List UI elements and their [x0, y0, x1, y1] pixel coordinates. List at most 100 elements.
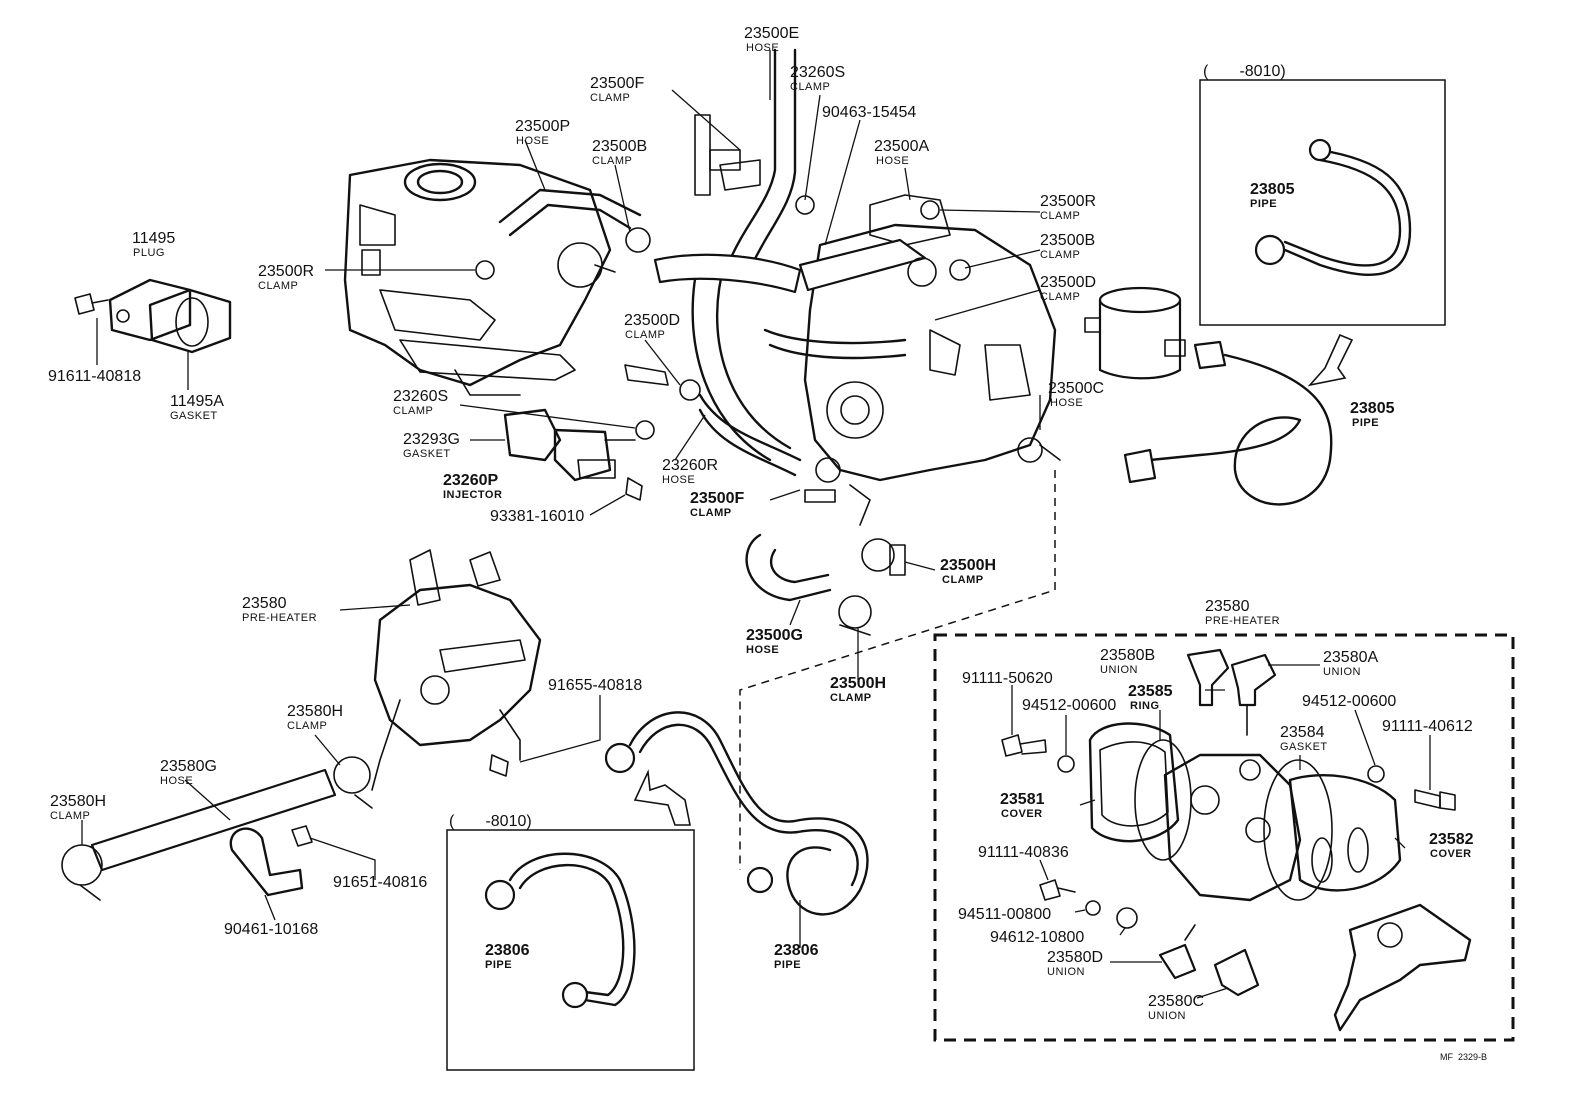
- caption-23581: COVER: [1001, 808, 1043, 820]
- label-23805-main: 23805: [1350, 400, 1395, 417]
- caption-23260S-top: CLAMP: [790, 81, 830, 93]
- caption-23580C: UNION: [1148, 1010, 1186, 1022]
- range-label-top-right: ( -8010): [1203, 63, 1286, 80]
- label-91611-40818: 91611-40818: [48, 368, 141, 385]
- label-23260S-mid: 23260S: [393, 388, 448, 405]
- label-23584: 23584: [1280, 724, 1325, 741]
- caption-23260R: HOSE: [662, 474, 695, 486]
- label-23580A: 23580A: [1323, 649, 1378, 666]
- label-93381-16010: 93381-16010: [490, 508, 584, 525]
- caption-23580H-left: CLAMP: [50, 810, 90, 822]
- caption-23500F-mid: CLAMP: [690, 507, 732, 519]
- caption-23585: RING: [1130, 700, 1160, 712]
- bolt-91611: [74, 293, 109, 315]
- label-11495A: 11495A: [170, 393, 224, 410]
- label-23500E: 23500E: [744, 25, 799, 42]
- bolt-93381: [625, 477, 643, 501]
- caption-23580B: UNION: [1100, 664, 1138, 676]
- ring-23585: [1134, 739, 1192, 861]
- caption-23580H-mid: CLAMP: [287, 720, 327, 732]
- leader-lines: [81, 50, 1431, 999]
- filter-canister: [1084, 286, 1186, 380]
- label-23500G: 23500G: [746, 627, 803, 644]
- label-91655-40818: 91655-40818: [548, 677, 642, 694]
- label-90463-15454: 90463-15454: [822, 104, 916, 121]
- caption-23806-main: PIPE: [774, 959, 801, 971]
- label-23580H-mid: 23580H: [287, 703, 343, 720]
- label-23500P: 23500P: [515, 118, 570, 135]
- gasket-11495A: [148, 288, 232, 354]
- caption-23500E: HOSE: [746, 42, 779, 54]
- label-23293G: 23293G: [403, 431, 460, 448]
- washer-94512-left: [1057, 755, 1075, 773]
- label-23581: 23581: [1000, 791, 1045, 808]
- clamp-23500H: [838, 538, 906, 636]
- caption-23260P: INJECTOR: [443, 489, 502, 501]
- caption-23500B-right: CLAMP: [1040, 249, 1080, 261]
- range-label-bottom-center: ( -8010): [449, 813, 532, 830]
- pre-heater-23580-left: [371, 549, 542, 791]
- label-23500D-mid: 23500D: [624, 312, 680, 329]
- pre-heater-body: [1163, 753, 1302, 902]
- label-23805-variant: 23805: [1250, 181, 1295, 198]
- caption-23580D: UNION: [1047, 966, 1085, 978]
- caption-23500G: HOSE: [746, 644, 779, 656]
- main-clamps: [475, 114, 971, 503]
- bolt-91651: [291, 825, 313, 847]
- caption-23500C: HOSE: [1050, 397, 1083, 409]
- caption-23500D-mid: CLAMP: [625, 329, 665, 341]
- pre-heater-exploded-box: [933, 633, 1515, 1042]
- label-23500B-right: 23500B: [1040, 232, 1095, 249]
- label-23500R-left: 23500R: [258, 263, 314, 280]
- hose-23500G: [745, 533, 832, 602]
- dashed-reference-line: [739, 470, 1056, 870]
- bolt-91111-40612: [1414, 789, 1456, 811]
- diagram-reference: MF 2329-B: [1440, 1052, 1487, 1062]
- label-23580C: 23580C: [1148, 993, 1204, 1010]
- label-23500A: 23500A: [874, 138, 929, 155]
- label-23500H-right: 23500H: [940, 557, 996, 574]
- union-23580B: [1186, 648, 1230, 707]
- caption-23805-main: PIPE: [1352, 417, 1379, 429]
- bracket-90461: [229, 827, 304, 897]
- label-23580G: 23580G: [160, 758, 217, 775]
- hose-network: [498, 48, 927, 477]
- caption-23584: GASKET: [1280, 741, 1328, 753]
- label-23580H-left: 23580H: [50, 793, 106, 810]
- label-23500D-right: 23500D: [1040, 274, 1096, 291]
- label-23500R-right: 23500R: [1040, 193, 1096, 210]
- caption-11495: PLUG: [133, 247, 165, 259]
- cover-23582: [1288, 774, 1402, 892]
- caption-23500R-right: CLAMP: [1040, 210, 1080, 222]
- label-23580B: 23580B: [1100, 647, 1155, 664]
- label-90461-10168: 90461-10168: [224, 921, 318, 938]
- variant-arrow-bottom-center: [633, 769, 691, 826]
- caption-23582: COVER: [1430, 848, 1472, 860]
- union-23580C: [1213, 948, 1260, 997]
- injector-23260P: [503, 408, 636, 482]
- caption-23500H-right: CLAMP: [942, 574, 984, 586]
- caption-11495A: GASKET: [170, 410, 218, 422]
- variant-box-top-right: [1199, 79, 1446, 326]
- bolt-91655: [489, 754, 509, 777]
- bolt-91111-50620: [1001, 734, 1047, 757]
- carburetor-assembly: [343, 158, 616, 396]
- pipe-23806-variant: [484, 852, 636, 1009]
- label-23500B-top: 23500B: [592, 138, 647, 155]
- washer-94612: [1116, 907, 1138, 929]
- label-91651-40816: 91651-40816: [333, 874, 427, 891]
- caption-23580-left: PRE-HEATER: [242, 612, 317, 624]
- label-23580D: 23580D: [1047, 949, 1103, 966]
- label-23500F-mid: 23500F: [690, 490, 744, 507]
- caption-23580A: UNION: [1323, 666, 1361, 678]
- caption-23500P: HOSE: [516, 135, 549, 147]
- label-91111-50620: 91111-50620: [962, 670, 1053, 687]
- caption-23293G: GASKET: [403, 448, 451, 460]
- label-94511-00800: 94511-00800: [958, 906, 1051, 923]
- caption-23806-variant: PIPE: [485, 959, 512, 971]
- label-23260P: 23260P: [443, 472, 498, 489]
- caption-23580G: HOSE: [160, 775, 193, 787]
- label-94512-00600-left: 94512-00600: [1022, 697, 1116, 714]
- variant-box-bottom-center: [446, 829, 695, 1071]
